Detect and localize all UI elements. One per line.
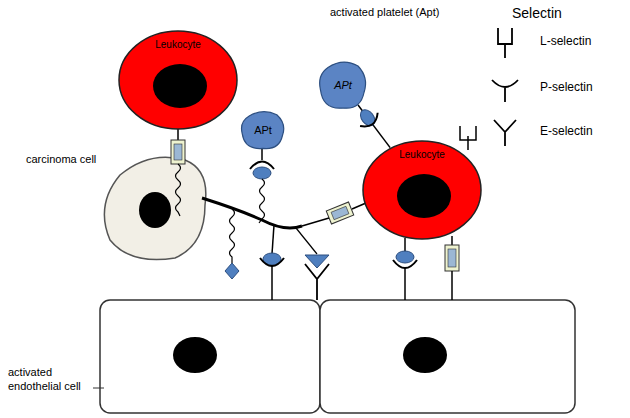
- nucleus: [139, 192, 171, 228]
- endothelial-cell: [320, 300, 575, 413]
- activated-platelet: APt: [318, 60, 368, 110]
- ligand: [305, 255, 329, 268]
- stalk: [451, 271, 453, 300]
- leukocyte-cell: [119, 31, 237, 129]
- p-selectin-sample: [492, 80, 518, 102]
- nucleus: [153, 64, 207, 108]
- ligand-chain: [176, 164, 181, 216]
- leukocyte: Leukocyte: [362, 140, 482, 240]
- nucleus: [173, 337, 217, 373]
- node-label: Leukocyte: [399, 149, 445, 160]
- node-label: APt: [334, 79, 352, 91]
- e-selectin-symbol: [305, 264, 329, 300]
- stalk: [404, 268, 406, 300]
- leukocyte-cell: [363, 141, 481, 239]
- stalk: [352, 203, 366, 209]
- stalk: [404, 238, 406, 252]
- l-selectin-symbol: [445, 245, 459, 271]
- node-label: APt: [254, 124, 272, 136]
- glycoprotein-backbone: [202, 198, 302, 228]
- l-selectin-symbol: [171, 140, 185, 164]
- ligand-chain: [259, 179, 265, 223]
- node-label: Leukocyte: [155, 39, 201, 50]
- ligand: [225, 263, 239, 279]
- text-label: Selectin: [512, 5, 562, 21]
- text-label: activated endothelial cell: [8, 366, 92, 394]
- stalk: [272, 225, 274, 254]
- text-label: activated platelet (Apt): [330, 6, 439, 18]
- l-selectin-symbol: [174, 144, 182, 160]
- legend-text: P-selectin: [540, 80, 593, 94]
- stalk: [271, 266, 273, 300]
- carcinoma-cell: [104, 157, 205, 259]
- legend-text: E-selectin: [540, 124, 593, 138]
- connector-line: [358, 105, 390, 148]
- l-selectin-symbol: [326, 202, 353, 224]
- text-label: carcinoma cell: [26, 153, 96, 165]
- leukocyte: Leukocyte: [118, 30, 238, 130]
- nucleus: [403, 337, 447, 373]
- stalk: [296, 228, 317, 254]
- leader-line: [93, 388, 104, 389]
- selectin-bond: [357, 105, 390, 148]
- p-selectin-symbol: [360, 113, 381, 131]
- platelet-shape: [242, 112, 284, 149]
- p-selectin-symbol: [393, 260, 417, 268]
- endothelial-cell: [100, 300, 320, 413]
- ligand: [253, 167, 271, 179]
- platelet-shape: [320, 62, 366, 108]
- stalk: [451, 236, 453, 245]
- l-selectin-sample: [498, 28, 512, 58]
- activated-platelet: APt: [240, 110, 286, 150]
- ligand-chain: [230, 209, 235, 263]
- stalk: [302, 218, 329, 226]
- stalk: [261, 149, 263, 160]
- legend-text: L-selectin: [540, 34, 591, 48]
- l-selectin-symbol: [448, 249, 456, 267]
- ligand: [396, 251, 414, 263]
- nucleus: [397, 174, 451, 218]
- p-selectin-symbol: [260, 258, 284, 266]
- l-selectin-symbol: [331, 206, 349, 219]
- e-selectin-sample: [494, 120, 516, 146]
- stalk: [177, 129, 179, 140]
- l-selectin-symbol: [460, 126, 476, 150]
